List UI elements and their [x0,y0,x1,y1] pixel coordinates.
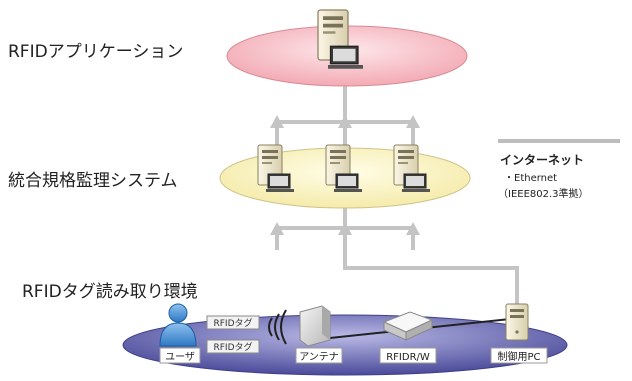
reader-icon [382,311,434,341]
arrow-up-right-top [406,115,420,128]
app-layer-title: RFIDアプリケーション [8,42,183,62]
arrow-up-center-mid [338,222,352,235]
arrowheads [270,115,420,235]
env-layer-title: RFIDタグ読み取り環境 [22,282,198,302]
arrow-up-right-mid [406,222,420,235]
integration-layer-title: 統合規格監理システム [8,171,178,191]
arrow-up-left-top [270,115,284,128]
legend-line2: （IEEE802.3準拠） [498,187,589,200]
antenna-icon [299,305,331,347]
rfid-tag-label: RFIDタグ [213,341,252,353]
arrow-up-center-top [338,115,352,128]
rfid-tag-label: RFIDタグ [213,317,252,329]
antenna-label-box [295,347,343,364]
env-layer-ellipse [122,314,568,376]
legend-line1: ・Ethernet [504,173,557,184]
user-icon [159,303,197,347]
antenna-label: アンテナ [299,351,339,363]
reader-label-box [379,347,437,364]
rfid-tag-card [206,339,260,354]
radio-wave-icon [268,309,287,345]
reader-label: RFIDR/W [386,352,430,363]
user-label: ユーザ [165,351,195,363]
pc-label: 制御用PC [497,350,540,363]
legend-title: インターネット [500,153,584,167]
arrow-up-left-mid [270,222,284,235]
pc-tower-icon [505,303,529,341]
user-label-box [159,347,201,364]
pc-to-integration-line [343,228,519,305]
pc-label-box [490,347,548,364]
rfid-tag-card [206,315,260,330]
